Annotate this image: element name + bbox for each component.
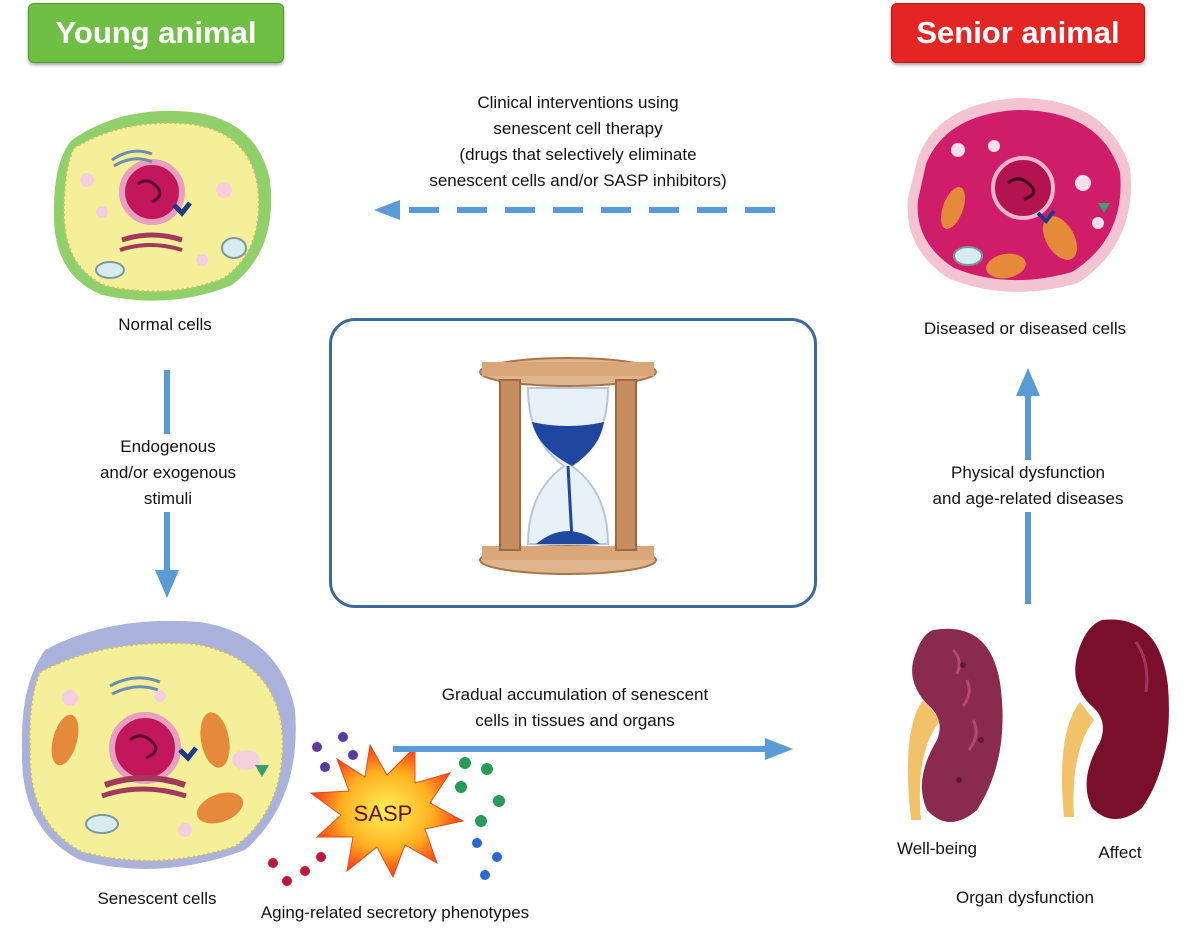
stimuli-line-1: Endogenous [120, 437, 216, 456]
young-animal-badge: Young animal [28, 3, 284, 63]
accumulation-line-2: cells in tissues and organs [475, 711, 675, 730]
intervention-line-4: senescent cells and/or SASP inhibitors) [429, 171, 727, 190]
intervention-label: Clinical interventions using senescent c… [400, 90, 756, 194]
dysfunction-line-2: and age-related diseases [932, 489, 1124, 508]
intervention-line-2: senescent cell therapy [493, 119, 663, 138]
intervention-line-1: Clinical interventions using [477, 93, 679, 112]
hourglass-frame [329, 318, 817, 608]
sasp-burst-text: SASP [354, 801, 413, 826]
dysfunction-line-1: Physical dysfunction [950, 463, 1106, 482]
normal-cells-label: Normal cells [118, 315, 212, 334]
sasp-burst-icon: SASP [268, 732, 505, 886]
damaged-kidney-icon [1062, 619, 1169, 819]
stimuli-label: Endogenous and/or exogenous stimuli [78, 434, 258, 512]
dysfunction-label: Physical dysfunction and age-related dis… [908, 460, 1148, 512]
hourglass-icon [479, 357, 657, 575]
accumulation-label: Gradual accumulation of senescent cells … [410, 682, 740, 734]
diseased-cells-label: Diseased or diseased cells [923, 319, 1127, 338]
stimuli-line-3: stimuli [143, 489, 193, 508]
intervention-line-3: (drugs that selectively eliminate [459, 145, 697, 164]
diseased-cell-icon [907, 98, 1131, 292]
sasp-caption: Aging-related secretory phenotypes [260, 903, 530, 922]
affect-label: Affect [1098, 843, 1142, 862]
intervention-arrow [374, 200, 775, 220]
well-being-label: Well-being [896, 839, 977, 858]
senescent-cell-icon [21, 620, 296, 869]
senescent-cells-label: Senescent cells [97, 889, 217, 908]
senior-animal-badge: Senior animal [891, 3, 1145, 63]
normal-cell-icon [53, 110, 272, 301]
stimuli-line-2: and/or exogenous [99, 463, 237, 482]
accumulation-arrow [393, 738, 793, 760]
accumulation-line-1: Gradual accumulation of senescent [441, 685, 709, 704]
senior-animal-title: Senior animal [916, 15, 1120, 50]
young-animal-title: Young animal [55, 15, 257, 50]
healthy-kidney-icon [907, 628, 1003, 822]
organ-dysfunction-label: Organ dysfunction [956, 888, 1094, 907]
